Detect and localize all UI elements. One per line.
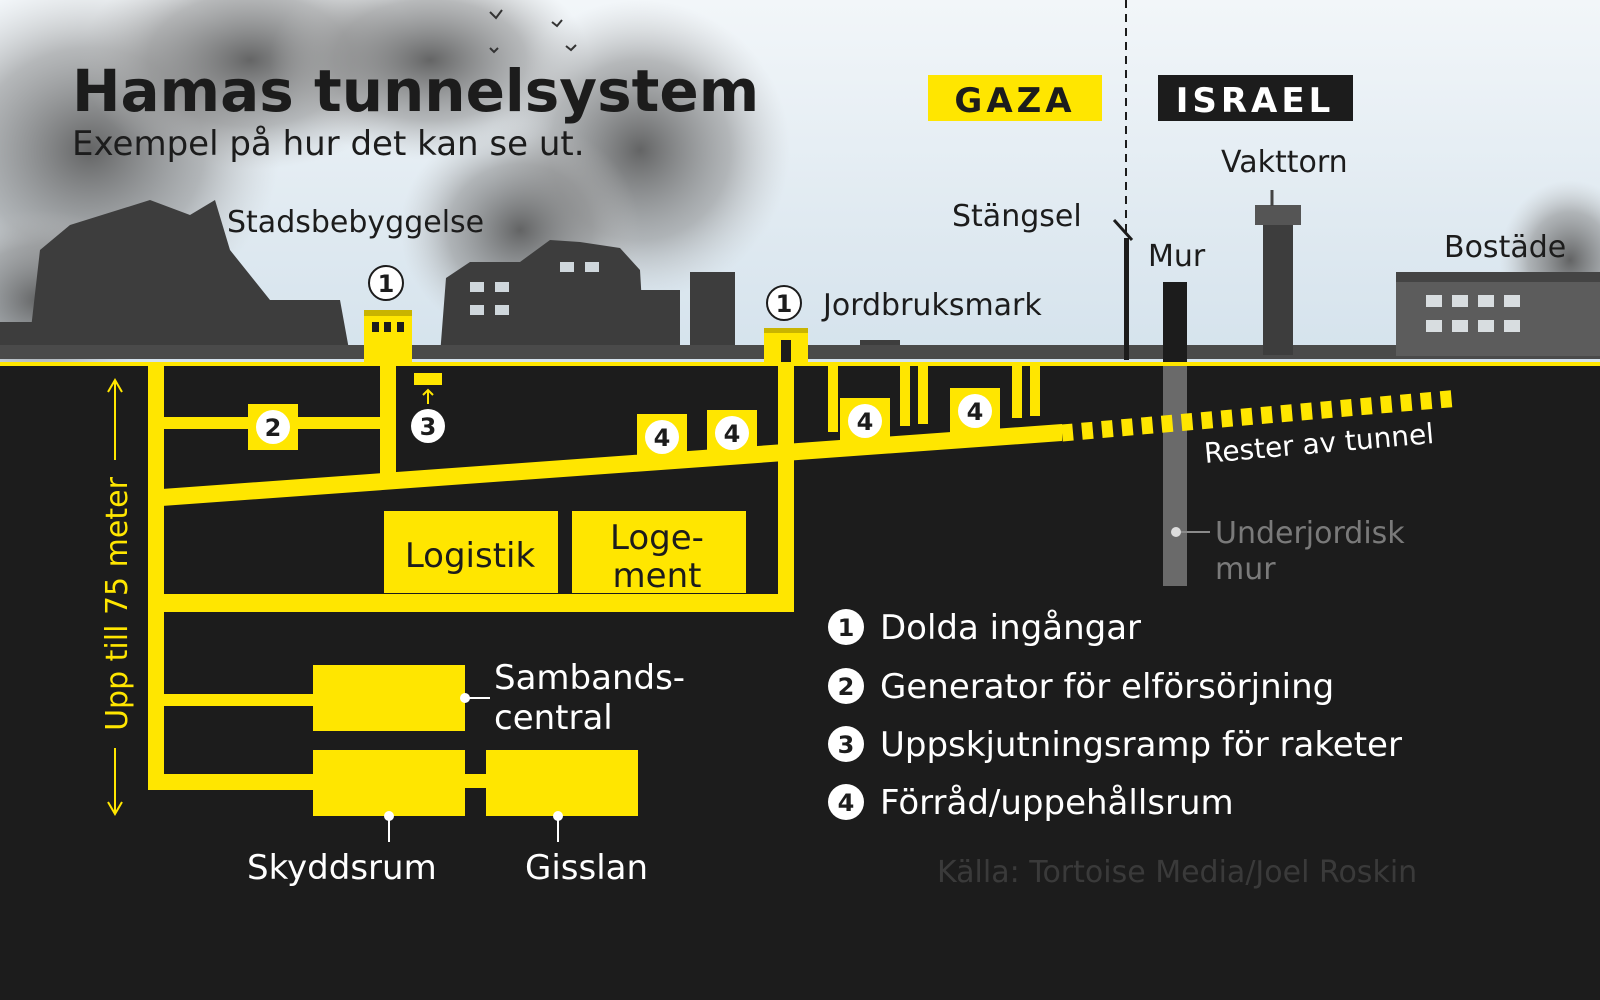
marker-storage-a: 4: [654, 424, 671, 452]
label-comms-1: Sambands-: [494, 658, 685, 698]
marker-storage-d: 4: [967, 398, 984, 426]
label-wall: Mur: [1148, 239, 1206, 274]
label-lodging-1: Loge-: [610, 518, 704, 558]
shelter-dot: [384, 811, 394, 821]
label-housing: Bostäde: [1444, 230, 1566, 265]
city-ruins: [0, 200, 900, 356]
marker-storage-b: 4: [724, 420, 741, 448]
room-outer-labels: Sambands- central Skyddsrum Gisslan: [247, 658, 685, 888]
hostages-dot: [553, 811, 563, 821]
israel-label: ISRAEL: [1176, 81, 1335, 121]
room-comms: [313, 665, 465, 731]
source-credit: Källa: Tortoise Media/Joel Roskin: [937, 855, 1417, 890]
arrow-up-icon: [107, 378, 123, 393]
legend-text-3: Uppskjutningsramp för raketer: [880, 725, 1402, 765]
arrow-down-icon: [107, 801, 123, 816]
label-underground-wall-2: mur: [1215, 552, 1276, 587]
tunnel-main-sloping: [148, 424, 1062, 507]
rooms: [313, 511, 746, 816]
legend: 1 2 3 4 Dolda ingångar Generator för elf…: [828, 608, 1402, 823]
legend-text-2: Generator för elförsörjning: [880, 667, 1334, 707]
label-lodging-2: ment: [613, 556, 702, 596]
room-lodging: [572, 511, 746, 593]
label-fence: Stängsel: [952, 199, 1082, 234]
marker-entrance-field: 1: [776, 290, 793, 318]
legend-text-1: Dolda ingångar: [880, 608, 1141, 648]
label-shelter: Skyddsrum: [247, 848, 437, 888]
room-labels: Logistik Loge- ment: [405, 518, 704, 596]
room-shelter: [313, 750, 465, 816]
label-logistics: Logistik: [405, 536, 536, 576]
tunnel-lower: [148, 594, 794, 612]
label-underground-wall-1: Underjordisk: [1215, 516, 1405, 551]
label-watchtower: Vakttorn: [1221, 145, 1348, 180]
legend-num-1: 1: [838, 614, 855, 642]
page-title: Hamas tunnelsystem: [72, 57, 759, 125]
label-farmland: Jordbruksmark: [821, 288, 1042, 323]
legend-num-4: 4: [838, 789, 855, 817]
entrance-hut-field: [764, 328, 808, 362]
marker-circles: [256, 265, 992, 454]
label-comms-2: central: [494, 698, 613, 738]
legend-bullet-2: [828, 668, 864, 704]
legend-text-4: Förråd/uppehållsrum: [880, 783, 1234, 823]
tunnel-network: [148, 366, 1062, 790]
gaza-label: GAZA: [954, 81, 1075, 121]
ground-surface-line: [0, 362, 1600, 366]
wall: [1163, 282, 1187, 362]
depth-label: Upp till 75 meter: [100, 476, 135, 730]
room-hostages: [486, 750, 638, 816]
marker-generator: 2: [265, 414, 282, 442]
legend-bullet-4: [828, 784, 864, 820]
underground-wall-label: Underjordisk mur: [1215, 516, 1405, 587]
israel-structures: [1255, 190, 1600, 356]
comms-dot: [460, 693, 470, 703]
label-city: Stadsbebyggelse: [227, 205, 484, 240]
fence: [1112, 218, 1134, 360]
marker-storage-c: 4: [857, 408, 874, 436]
birds: [489, 9, 577, 54]
entrance-hut-city: [364, 310, 412, 362]
depth-indicator: Upp till 75 meter: [100, 378, 135, 816]
launch-ramp: [414, 373, 442, 385]
label-hostages: Gisslan: [525, 848, 648, 888]
marker-numbers: 1 1 2 3 4 4 4 4: [265, 270, 984, 452]
page-subtitle: Exempel på hur det kan se ut.: [72, 124, 585, 164]
marker-launch-ramp: 3: [420, 413, 437, 441]
legend-bullet-3: [828, 726, 864, 762]
underground-wall: [1163, 366, 1187, 586]
legend-bullet-1: [828, 609, 864, 645]
tunnel-main-shaft: [148, 366, 164, 790]
marker-entrance-city: 1: [378, 270, 395, 298]
tunnel-remains: [1061, 389, 1461, 442]
underground: [0, 366, 1600, 1000]
legend-num-2: 2: [838, 673, 855, 701]
israel-label-bg: [1158, 75, 1353, 121]
tunnel-entrance-shaft-2: [778, 366, 794, 612]
legend-num-3: 3: [838, 731, 855, 759]
surface-labels: Stadsbebyggelse Stängsel Jordbruksmark M…: [227, 145, 1566, 323]
launch-arrow-icon: [422, 388, 434, 404]
city-windows: [470, 262, 599, 315]
gaza-label-bg: [928, 75, 1102, 121]
underground-wall-dot: [1171, 527, 1181, 537]
tunnel-entrance-shaft-1: [380, 366, 396, 478]
room-logistics: [384, 511, 558, 593]
